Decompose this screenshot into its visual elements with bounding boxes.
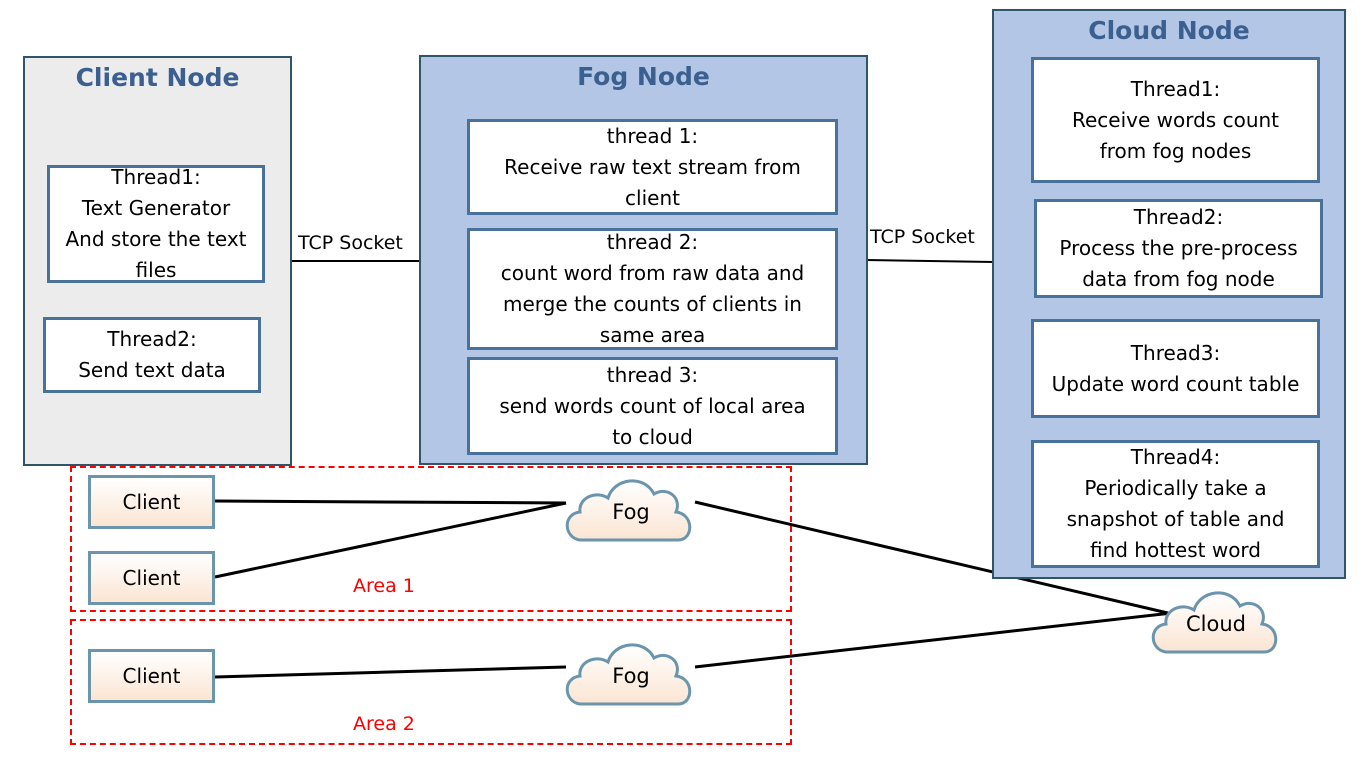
client-thread-1: Thread1: Text Generator And store the te… [47, 165, 265, 283]
fog-cloud-tcp-line [865, 259, 995, 263]
area1-client1-fog-link [214, 499, 567, 505]
cloud-label: Cloud [1186, 612, 1246, 636]
area-1-boundary [70, 466, 792, 612]
thread-line: And store the text [65, 227, 247, 251]
area2-client-fog-link [214, 665, 567, 679]
area-1-label: Area 1 [353, 575, 415, 597]
area-1-client-1: Client [88, 475, 215, 529]
thread-line: Send text data [78, 358, 226, 382]
fog-thread-3: thread 3: send words count of local area… [467, 357, 838, 455]
client-label: Client [122, 566, 181, 590]
thread-line: thread 3: [606, 362, 699, 387]
thread-line: data from fog node [1082, 267, 1275, 291]
thread-line: same area [599, 323, 706, 347]
client-label: Client [122, 664, 181, 688]
thread-line: merge the counts of clients in [503, 292, 802, 316]
thread-line: snapshot of table and [1066, 507, 1285, 531]
client-thread-2: Thread2: Send text data [43, 317, 261, 393]
client-label: Client [122, 490, 181, 514]
thread-line: Periodically take a [1084, 476, 1267, 500]
fog-thread-1: thread 1: Receive raw text stream from c… [467, 119, 838, 215]
thread-line: Thread3: [1130, 340, 1221, 365]
area-1-client-2: Client [88, 551, 215, 605]
thread-line: client [625, 185, 680, 210]
thread-line: send words count of local area [499, 393, 806, 418]
area-2-label: Area 2 [353, 713, 415, 735]
fog-node-title: Fog Node [577, 62, 710, 91]
thread-line: thread 1: [606, 123, 699, 148]
thread-line: Update word count table [1051, 371, 1300, 396]
thread-line: Process the pre-process [1059, 236, 1298, 260]
thread-line: Text Generator [81, 196, 231, 220]
area-2-boundary [70, 619, 792, 745]
area-2-client-1: Client [88, 649, 215, 703]
area2-fog-cloud-link [694, 611, 1173, 669]
thread-line: Thread4: [1130, 445, 1221, 469]
thread-line: find hottest word [1089, 538, 1261, 562]
cloud-thread-4: Thread4: Periodically take a snapshot of… [1031, 440, 1320, 568]
thread-line: to cloud [612, 424, 693, 449]
thread-line: thread 2: [606, 230, 699, 254]
thread-line: Receive raw text stream from [504, 154, 801, 179]
thread-line: Thread1: [1130, 76, 1221, 101]
fog-cloud-tcp-label: TCP Socket [870, 226, 975, 248]
client-fog-tcp-label: TCP Socket [298, 232, 403, 254]
area-1-fog-label: Fog [612, 500, 650, 524]
area1-client2-fog-link [214, 501, 567, 579]
thread-line: Receive words count [1071, 107, 1280, 132]
thread-line: Thread1: [111, 165, 201, 189]
area1-fog-cloud-link [694, 500, 1173, 616]
cloud-thread-2: Thread2: Process the pre-process data fr… [1034, 199, 1323, 298]
client-node-title: Client Node [75, 63, 240, 92]
cloud-thread-3: Thread3: Update word count table [1031, 319, 1320, 418]
thread-line: Thread2: [1133, 205, 1224, 229]
fog-thread-2: thread 2: count word from raw data and m… [467, 228, 838, 350]
thread-line: files [135, 258, 177, 282]
cloud-node-title: Cloud Node [1088, 16, 1250, 45]
thread-line: count word from raw data and [500, 261, 805, 285]
thread-line: from fog nodes [1099, 138, 1252, 163]
area-2-fog-label: Fog [612, 664, 650, 688]
cloud-thread-1: Thread1: Receive words count from fog no… [1031, 57, 1320, 183]
thread-line: Thread2: [107, 327, 197, 351]
